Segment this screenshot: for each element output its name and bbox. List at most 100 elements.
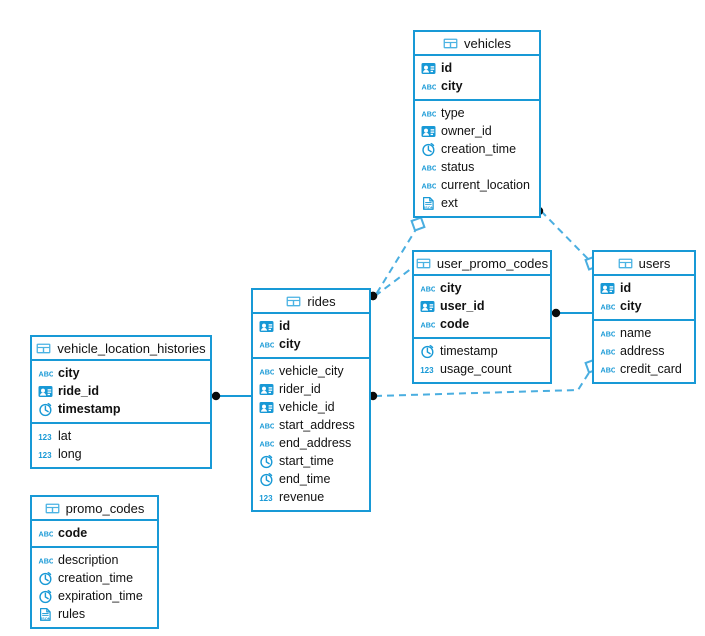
field-row[interactable]: start_time: [253, 452, 369, 470]
table-header-promo_codes[interactable]: promo_codes: [32, 497, 157, 521]
clock-icon: [259, 472, 274, 487]
abc-text-icon: ABC: [600, 362, 616, 377]
table-node-user_promo_codes[interactable]: user_promo_codes ABC city user_id ABC co…: [412, 250, 552, 384]
key-field-row[interactable]: ABC city: [415, 77, 539, 95]
field-row[interactable]: ABC current_location: [415, 176, 539, 194]
field-row[interactable]: 123 usage_count: [414, 360, 550, 378]
field-name-label: end_address: [279, 436, 352, 450]
field-row[interactable]: owner_id: [415, 122, 539, 140]
field-name-label: ride_id: [58, 384, 99, 398]
json-document-icon: JSON: [421, 196, 436, 211]
field-name-label: city: [441, 79, 463, 93]
key-field-row[interactable]: ABC code: [414, 315, 550, 333]
field-row[interactable]: ABC vehicle_city: [253, 362, 369, 380]
key-field-row[interactable]: ride_id: [32, 382, 210, 400]
svg-text:ABC: ABC: [39, 556, 54, 565]
field-row[interactable]: creation_time: [32, 569, 157, 587]
relationship-square-endpoint: [410, 216, 426, 232]
field-row[interactable]: ABC status: [415, 158, 539, 176]
field-row[interactable]: 123 revenue: [253, 488, 369, 506]
table-header-vehicle_location_histories[interactable]: vehicle_location_histories: [32, 337, 210, 361]
field-row[interactable]: ABC type: [415, 104, 539, 122]
field-name-label: id: [279, 319, 291, 333]
field-name-label: start_address: [279, 418, 355, 432]
key-field-row[interactable]: ABC city: [253, 335, 369, 353]
primary-key-section-promo_codes: ABC code: [32, 521, 157, 548]
table-header-rides[interactable]: rides: [253, 290, 369, 314]
key-field-row[interactable]: ABC city: [594, 297, 694, 315]
field-row[interactable]: JSON ext: [415, 194, 539, 212]
field-row[interactable]: timestamp: [414, 342, 550, 360]
key-field-row[interactable]: id: [253, 317, 369, 335]
table-node-users[interactable]: users id ABC city ABC name ABC address A…: [592, 250, 696, 384]
table-grid-icon: [443, 36, 458, 51]
abc-text-icon: ABC: [420, 281, 436, 296]
field-row[interactable]: expiration_time: [32, 587, 157, 605]
field-row[interactable]: ABC address: [594, 342, 694, 360]
key-field-row[interactable]: id: [415, 59, 539, 77]
id-card-icon: [421, 61, 436, 76]
table-name-label: promo_codes: [65, 500, 145, 516]
table-node-vehicles[interactable]: vehicles id ABC city ABC type owner_id: [413, 30, 541, 218]
field-row[interactable]: JSON rules: [32, 605, 157, 623]
field-name-label: id: [441, 61, 453, 75]
field-row[interactable]: ABC credit_card: [594, 360, 694, 378]
key-field-row[interactable]: timestamp: [32, 400, 210, 418]
svg-text:123: 123: [38, 451, 52, 460]
clock-icon: [38, 571, 53, 586]
123-number-icon: 123: [38, 447, 53, 462]
key-field-row[interactable]: ABC code: [32, 524, 157, 542]
field-row[interactable]: end_time: [253, 470, 369, 488]
field-name-label: ext: [441, 196, 458, 210]
table-node-vehicle_location_histories[interactable]: vehicle_location_histories ABC city ride…: [30, 335, 212, 469]
relationship-vlh-to-rides[interactable]: [211, 391, 251, 401]
table-node-promo_codes[interactable]: promo_codes ABC code ABC description cre…: [30, 495, 159, 629]
field-name-label: start_time: [279, 454, 334, 468]
123-number-icon: 123: [259, 490, 274, 505]
primary-key-section-vehicles: id ABC city: [415, 56, 539, 101]
svg-text:ABC: ABC: [39, 369, 54, 378]
field-row[interactable]: 123 long: [32, 445, 210, 463]
field-name-label: name: [620, 326, 652, 340]
field-name-label: creation_time: [441, 142, 517, 156]
id-card-icon: [259, 400, 274, 415]
field-row[interactable]: vehicle_id: [253, 398, 369, 416]
field-name-label: timestamp: [58, 402, 121, 416]
field-section-user_promo_codes: timestamp 123 usage_count: [414, 339, 550, 382]
relationship-upc-to-users[interactable]: [551, 308, 592, 318]
field-name-label: rules: [58, 607, 86, 621]
key-field-row[interactable]: id: [594, 279, 694, 297]
field-row[interactable]: creation_time: [415, 140, 539, 158]
table-header-vehicles[interactable]: vehicles: [415, 32, 539, 56]
table-node-rides[interactable]: rides id ABC city ABC vehicle_city rider…: [251, 288, 371, 512]
table-header-users[interactable]: users: [594, 252, 694, 276]
key-field-row[interactable]: user_id: [414, 297, 550, 315]
table-grid-icon: [618, 256, 633, 271]
field-row[interactable]: ABC start_address: [253, 416, 369, 434]
field-name-label: timestamp: [440, 344, 498, 358]
field-section-vehicle_location_histories: 123 lat 123 long: [32, 424, 210, 467]
primary-key-section-user_promo_codes: ABC city user_id ABC code: [414, 276, 550, 339]
clock-icon: [420, 344, 435, 359]
id-card-icon: [38, 384, 53, 399]
svg-text:ABC: ABC: [422, 163, 437, 172]
field-row[interactable]: 123 lat: [32, 427, 210, 445]
field-row[interactable]: ABC name: [594, 324, 694, 342]
table-grid-icon: [45, 501, 60, 516]
abc-text-icon: ABC: [600, 326, 616, 341]
key-field-row[interactable]: ABC city: [414, 279, 550, 297]
field-name-label: vehicle_city: [279, 364, 344, 378]
field-row[interactable]: ABC end_address: [253, 434, 369, 452]
field-row[interactable]: rider_id: [253, 380, 369, 398]
svg-text:ABC: ABC: [39, 529, 54, 538]
abc-text-icon: ABC: [421, 79, 437, 94]
field-name-label: current_location: [441, 178, 530, 192]
key-field-row[interactable]: ABC city: [32, 364, 210, 382]
123-number-icon: 123: [38, 429, 53, 444]
json-document-icon: JSON: [38, 607, 53, 622]
field-row[interactable]: ABC description: [32, 551, 157, 569]
table-header-user_promo_codes[interactable]: user_promo_codes: [414, 252, 550, 276]
abc-text-icon: ABC: [259, 418, 275, 433]
field-section-users: ABC name ABC address ABC credit_card: [594, 321, 694, 382]
svg-text:ABC: ABC: [601, 329, 616, 338]
